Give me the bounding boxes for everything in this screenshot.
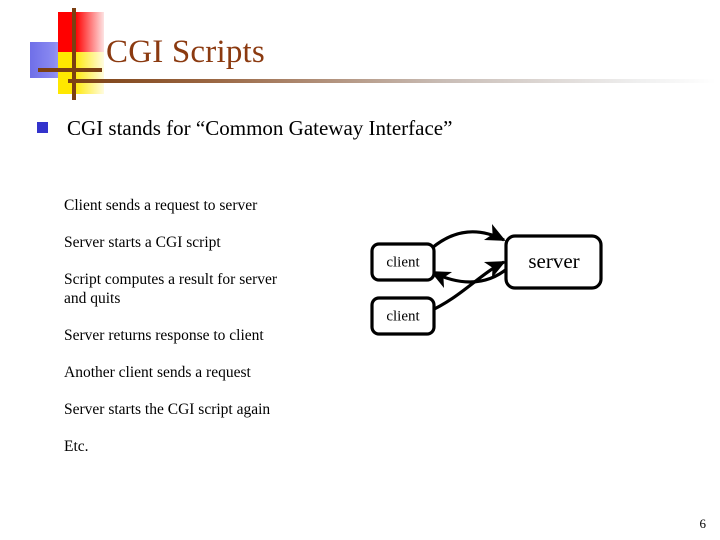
arrow-server-to-client-top <box>430 266 510 289</box>
body-line: Client sends a request to server <box>64 197 258 214</box>
server-box[interactable] <box>504 234 603 290</box>
body-line: Server starts a CGI script <box>64 234 221 251</box>
page-number: 6 <box>699 516 707 531</box>
logo-vertical-rule <box>72 8 76 100</box>
slide-header: CGI Scripts <box>0 0 720 100</box>
bullet-text: CGI stands for “Common Gateway Interface… <box>67 116 453 140</box>
client-server-diagram: client client server <box>360 222 620 347</box>
logo-horizontal-rule <box>38 68 102 72</box>
bullet-row: CGI stands for “Common Gateway Interface… <box>34 113 694 147</box>
title-underline <box>68 79 716 83</box>
body-line: Server returns response to client <box>64 327 264 344</box>
node-client-bottom[interactable]: client <box>370 296 436 336</box>
node-client-top[interactable]: client <box>370 242 436 282</box>
client-top-box[interactable] <box>370 242 436 282</box>
body-line: Server starts the CGI script again <box>64 401 271 418</box>
logo-red-square <box>58 12 104 52</box>
server-label: server <box>528 249 579 273</box>
arrow-client-top-to-server <box>430 223 506 250</box>
client-bottom-box[interactable] <box>370 296 436 336</box>
body-line: Another client sends a request <box>64 364 251 381</box>
square-bullet-icon <box>37 122 48 133</box>
node-server[interactable]: server <box>504 234 603 290</box>
logo-yellow-square <box>58 52 104 94</box>
client-top-label: client <box>386 254 420 270</box>
client-bottom-label: client <box>386 308 420 324</box>
decorative-logo <box>30 8 110 100</box>
arrow-client-bottom-to-server <box>427 260 506 314</box>
body-line: Script computes a result for server and … <box>64 271 278 307</box>
page-title: CGI Scripts <box>106 34 265 70</box>
body-line: Etc. <box>64 438 89 455</box>
body-text-list: Client sends a request to server Server … <box>64 196 364 456</box>
